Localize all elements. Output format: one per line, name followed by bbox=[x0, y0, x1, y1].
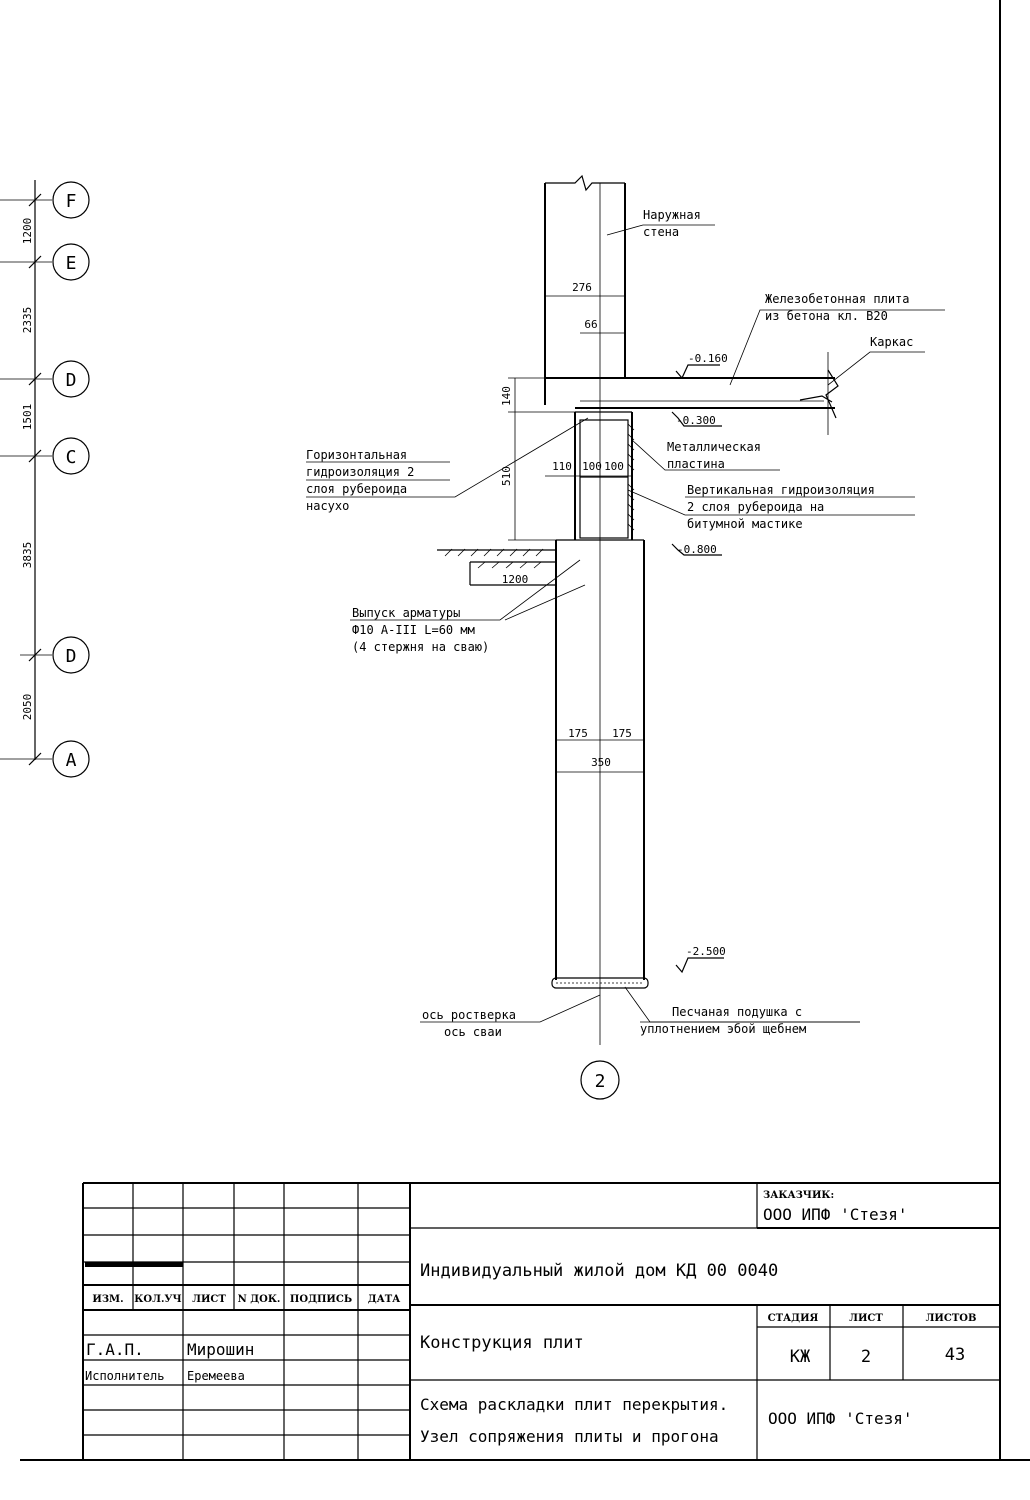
axis-label-e: E bbox=[66, 253, 77, 274]
callout-metal-plate-1: Металлическая bbox=[667, 440, 761, 454]
callout-rebar-1: Выпуск арматуры bbox=[352, 606, 460, 620]
tb-org: ООО ИПФ 'Стезя' bbox=[768, 1409, 913, 1428]
dim-510: 510 bbox=[500, 466, 513, 486]
dimension-texts: 276 66 140 510 110 100 100 1200 175 175 … bbox=[500, 281, 632, 769]
callouts: Наружная стена Железобетонная плита из б… bbox=[306, 208, 913, 1039]
section-detail: 2 bbox=[437, 174, 839, 1100]
axis-dim-1501: 1501 bbox=[21, 404, 34, 431]
callout-slab-2: из бетона кл. В20 bbox=[765, 309, 888, 323]
dim-350: 350 bbox=[591, 756, 611, 769]
callout-horiz-waterproof-4: насухо bbox=[306, 499, 349, 513]
axis-label-c: C bbox=[66, 447, 77, 468]
tb-col-list: ЛИСТ bbox=[192, 1294, 226, 1305]
level-marks: -0.160 -0.300 -0.800 -2.500 bbox=[671, 352, 728, 974]
callout-sand-cushion-1: Песчаная подушка с bbox=[672, 1005, 802, 1019]
dim-276: 276 bbox=[572, 281, 592, 294]
callout-horiz-waterproof-3: слоя рубероида bbox=[306, 482, 407, 496]
axis-bubble-d bbox=[52, 360, 90, 398]
tb-drawing-name: Конструкция плит bbox=[420, 1333, 584, 1353]
level-minus-2500: -2.500 bbox=[686, 945, 726, 958]
callout-metal-plate-2: пластина bbox=[667, 457, 725, 471]
tb-gap-role: Г.А.П. bbox=[86, 1340, 144, 1359]
tb-col-data: ДАТА bbox=[368, 1294, 401, 1305]
dim-66: 66 bbox=[584, 318, 597, 331]
axis-label-a: A bbox=[66, 750, 77, 771]
callout-outer-wall-2: стена bbox=[643, 225, 679, 239]
tb-col-kolvo: КОЛ.УЧ bbox=[134, 1294, 181, 1305]
tb-gap-name: Мирошин bbox=[187, 1340, 254, 1359]
axis-bubble-d2 bbox=[52, 636, 90, 674]
dim-100-b: 100 bbox=[604, 460, 624, 473]
callout-vert-waterproof-1: Вертикальная гидроизоляция bbox=[687, 483, 875, 497]
tb-col-izm: ИЗМ. bbox=[92, 1294, 123, 1305]
level-minus-0160: -0.160 bbox=[688, 352, 728, 365]
tb-desc-line1: Схема раскладки плит перекрытия. bbox=[420, 1395, 728, 1414]
axis-bubble-f bbox=[52, 181, 90, 219]
tb-sheets-value: 43 bbox=[945, 1345, 965, 1365]
callout-horiz-waterproof-2: гидроизоляция 2 bbox=[306, 465, 414, 479]
axis-bubble-a bbox=[52, 740, 90, 778]
level-minus-0800: -0.800 bbox=[677, 543, 717, 556]
axis-dim-2050: 2050 bbox=[21, 694, 34, 721]
axis-bubble-2 bbox=[580, 1060, 620, 1100]
tb-project: Индивидуальный жилой дом КД 00 0040 bbox=[420, 1261, 778, 1281]
callout-vert-waterproof-3: битумной мастике bbox=[687, 517, 803, 531]
vertical-waterproof-hatch bbox=[627, 423, 635, 531]
dim-100-a: 100 bbox=[582, 460, 602, 473]
axis-label-d2: D bbox=[66, 646, 77, 667]
tb-col-ndok: N ДОК. bbox=[238, 1294, 281, 1305]
left-axis-column: F E D C D A 1200 2335 1501 3835 2050 bbox=[0, 180, 90, 778]
tb-customer-label: ЗАКАЗЧИК: bbox=[763, 1190, 834, 1201]
sheet-frame bbox=[20, 0, 1030, 1461]
tb-col-podpis: ПОДПИСЬ bbox=[290, 1294, 352, 1305]
tb-stage-label: СТАДИЯ bbox=[768, 1313, 819, 1324]
level-minus-0300: -0.300 bbox=[676, 414, 716, 427]
callout-sand-cushion-2: уплотнением эбой щебнем bbox=[640, 1022, 806, 1036]
dim-1200: 1200 bbox=[502, 573, 529, 586]
callout-horiz-waterproof-1: Горизонтальная bbox=[306, 448, 407, 462]
axis-label-2: 2 bbox=[595, 1071, 606, 1092]
callout-rebar-2: Ф10 А-III L=60 мм bbox=[352, 623, 475, 637]
tb-sheet-label: ЛИСТ bbox=[849, 1313, 883, 1324]
callout-rebar-3: (4 стержня на сваю) bbox=[352, 640, 489, 654]
callout-slab-1: Железобетонная плита bbox=[765, 292, 910, 306]
axis-dim-2335: 2335 bbox=[21, 307, 34, 334]
tb-sheets-label: ЛИСТОВ bbox=[926, 1313, 977, 1324]
dim-110: 110 bbox=[552, 460, 572, 473]
axis-bubble-c bbox=[52, 437, 90, 475]
axis-label-f: F bbox=[66, 191, 77, 212]
tb-exec-role: Исполнитель bbox=[85, 1369, 164, 1383]
axis-dim-3835: 3835 bbox=[21, 542, 34, 569]
tb-sheet-value: 2 bbox=[861, 1347, 871, 1367]
callout-outer-wall-1: Наружная bbox=[643, 208, 701, 222]
callout-vert-waterproof-2: 2 слоя рубероида на bbox=[687, 500, 824, 514]
leaders bbox=[306, 224, 945, 1023]
dim-175-a: 175 bbox=[568, 727, 588, 740]
callout-pile-axis: ось сваи bbox=[444, 1025, 502, 1039]
callout-grillage-axis: ось ростверка bbox=[422, 1008, 516, 1022]
axis-label-d: D bbox=[66, 370, 77, 391]
tb-stage-value: КЖ bbox=[790, 1347, 811, 1367]
tb-exec-name: Еремеева bbox=[187, 1369, 245, 1383]
tb-customer-value: ООО ИПФ 'Стезя' bbox=[763, 1205, 908, 1224]
dim-140: 140 bbox=[500, 386, 513, 406]
callout-frame: Каркас bbox=[870, 335, 913, 349]
axis-bubble-e bbox=[52, 243, 90, 281]
tb-desc-line2: Узел сопряжения плиты и прогона bbox=[420, 1427, 719, 1446]
dim-175-b: 175 bbox=[612, 727, 632, 740]
title-block: ИЗМ. КОЛ.УЧ ЛИСТ N ДОК. ПОДПИСЬ ДАТА Г.А… bbox=[82, 1182, 1000, 1460]
axis-dim-1200: 1200 bbox=[21, 218, 34, 245]
